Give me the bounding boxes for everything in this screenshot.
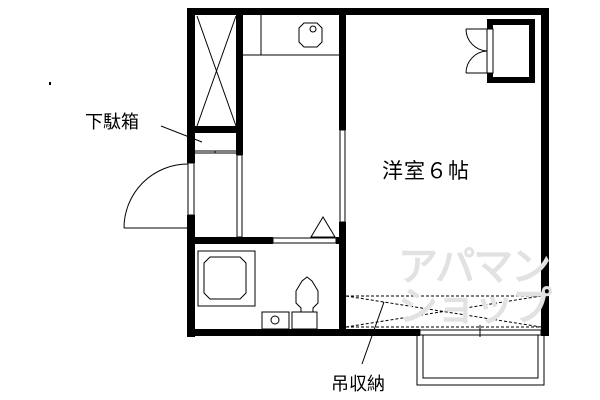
room-label-shoe-box: 下駄箱 bbox=[85, 112, 139, 133]
washbasin-icon bbox=[270, 315, 280, 325]
room-label-hanging-closet: 吊収納 bbox=[331, 374, 385, 395]
exterior-walls bbox=[187, 8, 549, 337]
toilet-icon bbox=[295, 276, 319, 312]
interior-walls bbox=[187, 8, 346, 336]
bathtub-icon bbox=[203, 256, 247, 300]
kitchen-counter bbox=[243, 15, 339, 56]
sliding-door-bath bbox=[236, 154, 337, 244]
watermark-line2: ショップ bbox=[398, 284, 552, 330]
unit-bath bbox=[197, 250, 319, 330]
shoe-box bbox=[160, 125, 236, 154]
watermark-line1: アパマン bbox=[398, 244, 551, 290]
wardrobe bbox=[465, 19, 535, 83]
watermark: アパマン ショップ bbox=[398, 244, 552, 330]
room-label-main: 洋室６帖 bbox=[382, 159, 470, 183]
entrance-door bbox=[123, 162, 195, 229]
fridge-mark bbox=[310, 216, 336, 238]
sliding-door-room bbox=[339, 129, 346, 223]
hanging-closet bbox=[345, 295, 542, 328]
sink-icon bbox=[298, 22, 323, 48]
balcony bbox=[416, 325, 545, 386]
closet bbox=[196, 15, 237, 127]
stray-mark bbox=[49, 82, 51, 85]
hanging-closet-leader bbox=[361, 301, 385, 365]
